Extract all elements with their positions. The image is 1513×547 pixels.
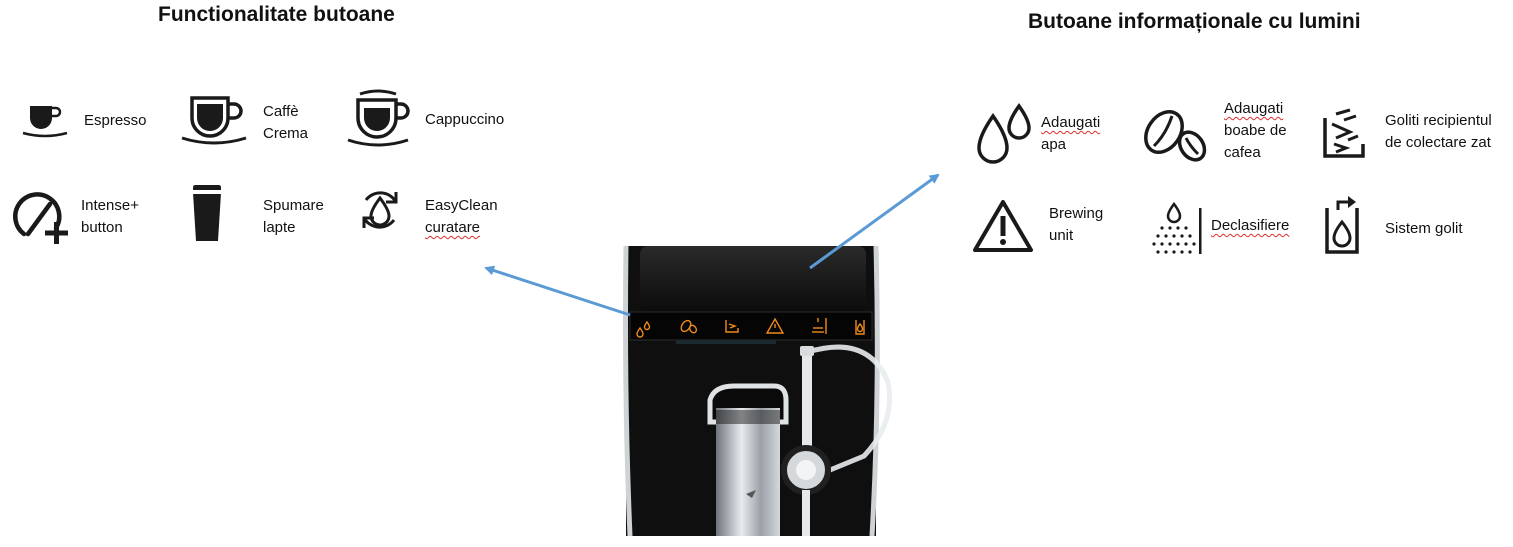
adaugati-boabe-label: Adaugati boabe de cafea: [1224, 100, 1287, 161]
warning-triangle-icon: [973, 200, 1033, 252]
coffee-beans-icon: [1144, 110, 1207, 162]
sistem-golit-label: Sistem golit: [1385, 220, 1463, 237]
spumare-lapte-label: Spumare lapte: [263, 197, 324, 236]
water-drops-icon: [977, 102, 1031, 164]
easyclean-icon: [362, 191, 398, 229]
milk-glass-icon: [193, 185, 221, 241]
descaling-icon: [1152, 201, 1202, 254]
caffe-crema-label: Caffè Crema: [263, 103, 309, 142]
goliti-recipient-label: Goliti recipientul de colectare zat: [1385, 112, 1492, 151]
control-panel-lights: [636, 317, 865, 338]
grounds-container-icon: [1323, 108, 1365, 158]
cappuccino-label: Cappuccino: [425, 111, 505, 128]
adaugati-apa-label: Adaugati apa: [1041, 114, 1101, 153]
espresso-cup-icon: [22, 106, 68, 138]
right-section-title: Butoane informaționale cu lumini: [1028, 10, 1361, 33]
declasifiere-label: Declasifiere: [1211, 217, 1290, 234]
left-section-title: Functionalitate butoane: [158, 3, 395, 26]
caffe-crema-cup-icon: [181, 96, 247, 145]
cappuccino-cup-icon: [347, 89, 410, 147]
intense-plus-icon: [13, 192, 68, 244]
easyclean-label: EasyClean curatare: [425, 197, 498, 236]
system-empty-icon: [1325, 196, 1359, 254]
espresso-label: Espresso: [84, 112, 147, 129]
brewing-unit-label: Brewing unit: [1049, 205, 1104, 244]
intense-plus-label: Intense+ button: [81, 197, 139, 236]
